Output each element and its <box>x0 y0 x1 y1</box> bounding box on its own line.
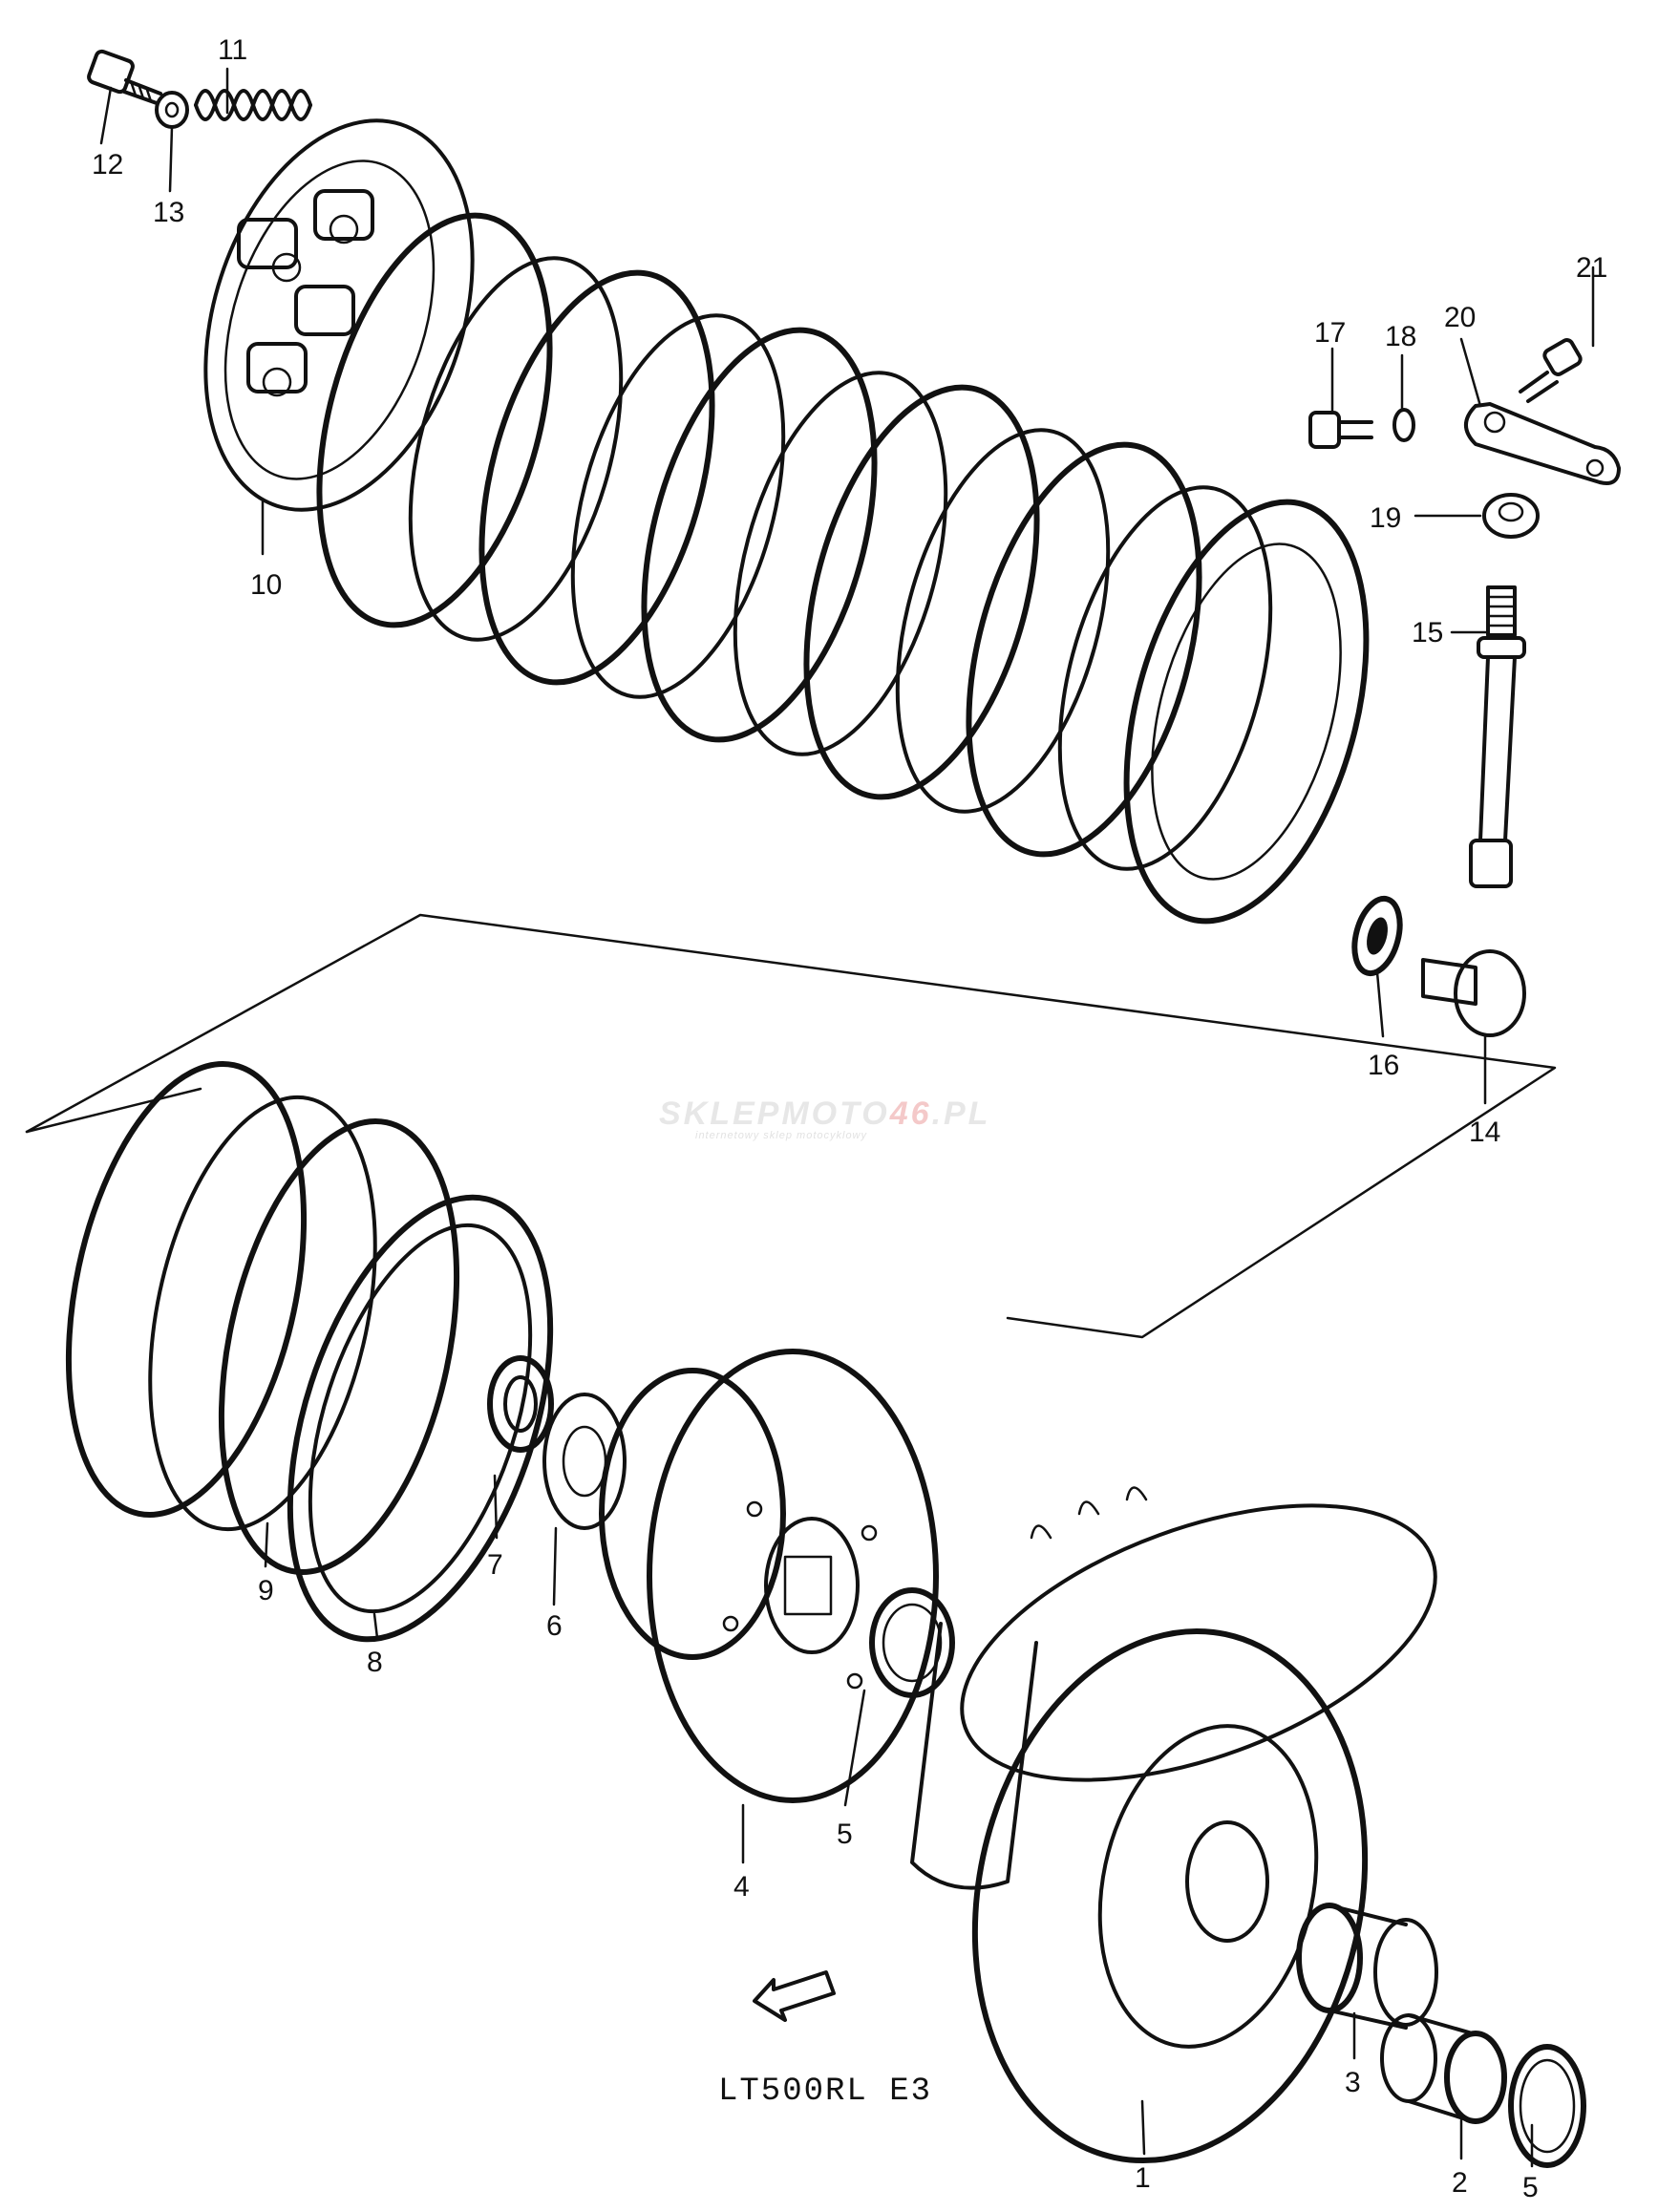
callout-6: 6 <box>546 1610 563 1642</box>
callout-12: 12 <box>92 149 123 181</box>
part-12-bolt <box>87 49 162 105</box>
part-14-push-piece <box>1421 949 1526 1037</box>
callout-15: 15 <box>1412 617 1443 649</box>
watermark-brand-accent: 46 <box>889 1095 932 1132</box>
part-16-oil-seal <box>1351 895 1403 977</box>
part-5-thrust-washer-a <box>869 1587 955 1698</box>
part-3-needle-bearing <box>1296 1903 1438 2030</box>
watermark-tagline: internetowy sklep motocyklowy <box>695 1130 868 1141</box>
watermark-brand-main: SKLEPMOTO <box>659 1095 890 1132</box>
part-15-push-rod <box>1469 585 1526 888</box>
watermark: SKLEPMOTO46.PL internetowy sklep motocyk… <box>659 1095 990 1141</box>
callout-10: 10 <box>250 569 282 601</box>
callout-21: 21 <box>1576 252 1607 284</box>
part-9-plate-stack-lower <box>65 1061 460 1575</box>
part-17-bolt <box>1308 411 1373 449</box>
callout-14: 14 <box>1469 1117 1500 1148</box>
clutch-plate-stack-upper <box>316 212 1370 925</box>
callout-3: 3 <box>1345 2067 1361 2098</box>
part-4-clutch-sleeve-hub <box>599 1349 939 1803</box>
part-20-release-arm <box>1464 402 1621 485</box>
part-21-screw <box>1519 338 1583 403</box>
callout-8: 8 <box>367 1647 383 1678</box>
part-10-pressure-plate <box>203 118 475 512</box>
part-8-cushion-plate <box>287 1194 554 1643</box>
part-13-washer <box>155 91 189 129</box>
callout-5-upper: 5 <box>837 1819 853 1850</box>
assembly-frame-outline <box>25 913 1557 1339</box>
part-18-washer <box>1392 408 1415 442</box>
direction-arrow-icon <box>753 1970 836 2022</box>
part-2-spacer <box>1380 2013 1507 2124</box>
part-5-thrust-washer-b <box>1508 2044 1586 2168</box>
callout-20: 20 <box>1444 302 1476 333</box>
assembly-frame-outline-left <box>25 1087 202 1134</box>
callout-4: 4 <box>733 1871 750 1903</box>
callout-11: 11 <box>218 34 247 66</box>
callout-9: 9 <box>258 1575 274 1606</box>
part-7-bearing <box>487 1355 554 1453</box>
callout-13: 13 <box>153 197 184 228</box>
callout-2: 2 <box>1452 2167 1468 2199</box>
part-1-clutch-housing <box>910 1486 1437 2164</box>
callout-5-lower: 5 <box>1522 2172 1539 2203</box>
callout-labels: 11 12 13 10 17 18 20 21 19 15 16 14 9 8 … <box>92 34 1607 2203</box>
model-label: LT500RL E3 <box>718 2074 932 2110</box>
callout-17: 17 <box>1314 317 1346 349</box>
part-11-spring <box>194 89 312 121</box>
callout-16: 16 <box>1368 1050 1399 1081</box>
part-19-nut <box>1482 493 1540 539</box>
callout-7: 7 <box>487 1549 503 1581</box>
svg-text:SKLEPMOTO46.PL: SKLEPMOTO46.PL <box>659 1095 990 1132</box>
part-6-lock-washer <box>542 1393 627 1530</box>
callout-18: 18 <box>1385 321 1416 352</box>
callout-1: 1 <box>1135 2162 1151 2194</box>
callout-19: 19 <box>1370 502 1401 534</box>
watermark-brand-suffix: .PL <box>932 1095 991 1132</box>
callout-leaders <box>99 67 1595 2168</box>
